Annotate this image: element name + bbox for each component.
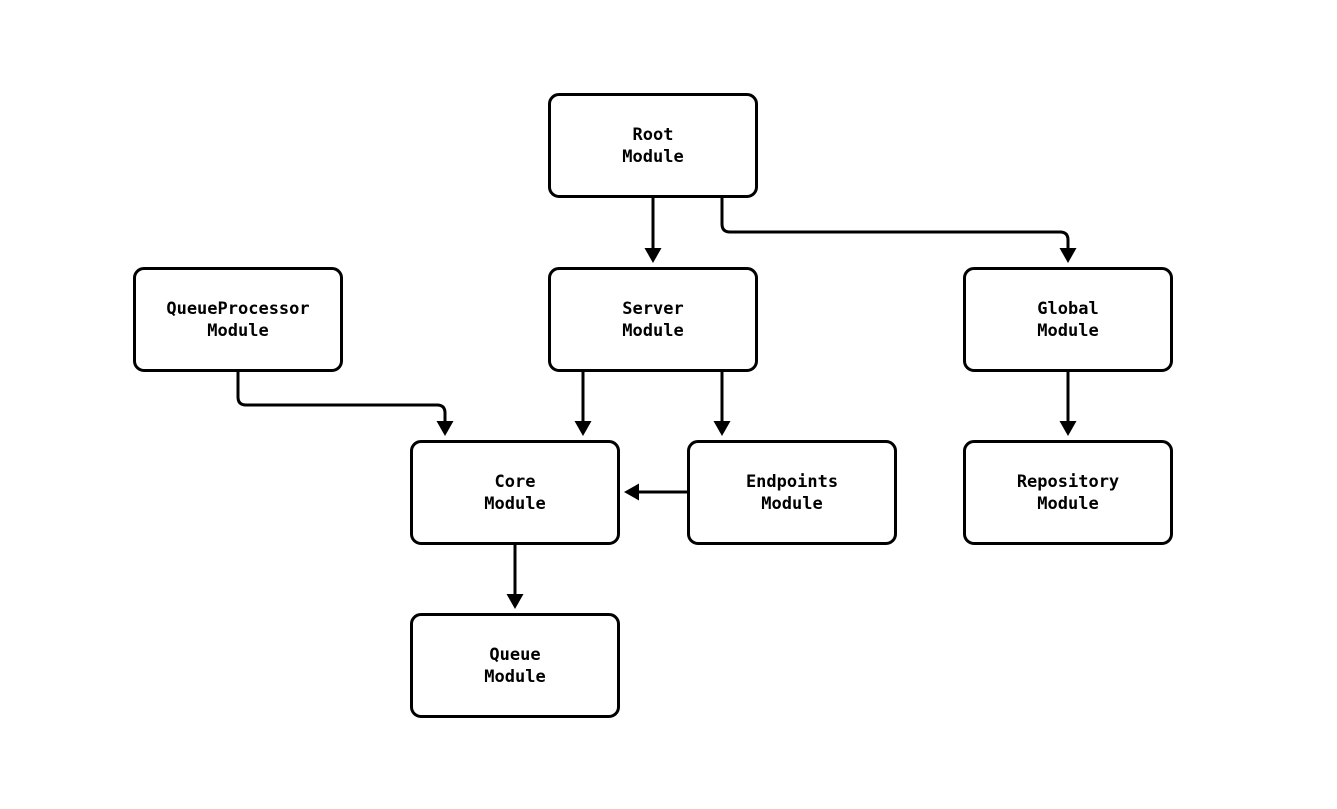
node-global[interactable]: Global Module: [963, 267, 1173, 372]
node-endpoints-label-line1: Endpoints: [745, 471, 839, 492]
node-repository-label-line2: Module: [1037, 493, 1099, 514]
node-queueprocessor-label-line1: QueueProcessor: [166, 298, 310, 319]
node-endpoints[interactable]: Endpoints Module: [687, 440, 897, 545]
edge-root-global: [720, 198, 1070, 248]
arrowhead-core-queue: [506, 594, 524, 609]
node-core-label-line2: Module: [484, 493, 546, 514]
node-queueprocessor[interactable]: QueueProcessor Module: [133, 267, 343, 372]
arrowhead-global-repository: [1059, 421, 1077, 436]
node-repository[interactable]: Repository Module: [963, 440, 1173, 545]
node-global-label-line2: Module: [1037, 320, 1099, 341]
node-server-label-line1: Server: [622, 298, 684, 319]
node-queue-label-line1: Queue: [489, 644, 541, 665]
node-core-label-line1: Core: [494, 471, 536, 492]
arrowhead-root-global: [1059, 248, 1077, 263]
arrowhead-queueprocessor-core: [436, 421, 454, 436]
arrowhead-root-server: [644, 248, 662, 263]
node-global-label-line1: Global: [1037, 298, 1099, 319]
node-server-label-line2: Module: [622, 320, 684, 341]
arrowhead-server-core: [574, 421, 592, 436]
node-root-label-line2: Module: [622, 146, 684, 167]
node-endpoints-label-line2: Module: [761, 493, 823, 514]
node-queueprocessor-label-line2: Module: [207, 320, 269, 341]
node-core[interactable]: Core Module: [410, 440, 620, 545]
node-server[interactable]: Server Module: [548, 267, 758, 372]
node-queue[interactable]: Queue Module: [410, 613, 620, 718]
edge-queueprocessor-core: [236, 372, 447, 421]
node-root-label-line1: Root: [632, 124, 674, 145]
arrowhead-server-endpoints: [713, 421, 731, 436]
node-queue-label-line2: Module: [484, 666, 546, 687]
arrowheads-group: [436, 248, 1077, 609]
node-repository-label-line1: Repository: [1016, 471, 1120, 492]
edges-group: [236, 198, 1070, 594]
node-root[interactable]: Root Module: [548, 93, 758, 198]
arrowhead-endpoints-core: [624, 483, 639, 501]
